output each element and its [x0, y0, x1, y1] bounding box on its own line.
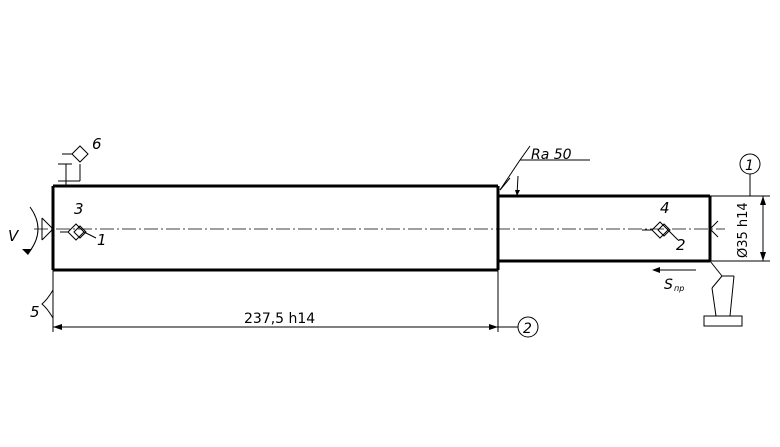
left-center-symbol — [41, 217, 54, 241]
support-symbol-5: 5 — [30, 270, 54, 332]
feed-arrow: S пр — [652, 267, 696, 293]
diameter-label: Ø35 h14 — [736, 202, 751, 258]
roughness-label: Ra 50 — [531, 147, 572, 163]
callout-circle-2: 2 — [517, 316, 539, 338]
shaft-large-section — [51, 184, 500, 272]
callout-1: 1 — [97, 231, 107, 249]
feed-subscript: пр — [674, 284, 684, 293]
callout-3: 3 — [74, 200, 84, 218]
callout-circle-1-label: 1 — [745, 158, 754, 174]
roughness-symbol: Ra 50 — [499, 145, 590, 196]
datum-symbol-left: 3 1 — [60, 200, 107, 249]
callout-circle-1: 1 — [739, 153, 761, 196]
feed-label: S — [664, 277, 673, 293]
diameter-dimension: Ø35 h14 — [710, 195, 770, 262]
length-dimension: 237,5 h14 — [53, 270, 518, 332]
right-center-symbol — [709, 220, 719, 238]
callout-circle-2-label: 2 — [523, 321, 532, 337]
cutting-tool — [703, 260, 743, 327]
rotation-label: V — [8, 227, 20, 245]
datum-symbol-top: 6 — [58, 135, 102, 186]
callout-4: 4 — [660, 199, 670, 217]
datum-symbol-right: 4 2 — [642, 199, 686, 254]
callout-5: 5 — [30, 303, 40, 321]
callout-6: 6 — [92, 135, 102, 153]
rotation-arrow: V — [8, 206, 39, 255]
length-label: 237,5 h14 — [244, 311, 315, 327]
callout-2: 2 — [676, 236, 686, 254]
